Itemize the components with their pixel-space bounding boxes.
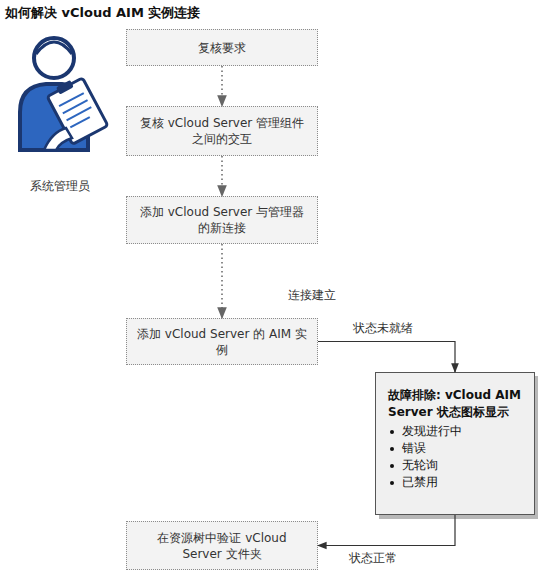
bullet-dot [390, 464, 394, 468]
step-text: 复核要求 [198, 40, 246, 56]
process-box: 复核 vCloud Server 管理组件之间的交互 [126, 106, 318, 156]
edge-label: 连接建立 [288, 287, 336, 304]
diagram-title: 如何解决 vCloud AIM 实例连接 [5, 4, 200, 22]
box-heading: 故障排除: vCloud AIM Server 状态图标显示 [388, 387, 524, 421]
item-text: 错误 [402, 440, 426, 457]
flow-connector [318, 515, 455, 546]
admin-icon [20, 38, 108, 150]
bullet-dot [390, 447, 394, 451]
list-item: 无轮询 [388, 457, 524, 474]
list-item: 发现进行中 [388, 423, 524, 440]
step-text: 添加 vCloud Server 与管理器的新连接 [137, 204, 307, 236]
person-head [34, 38, 74, 78]
process-box: 添加 vCloud Server 与管理器的新连接 [126, 196, 318, 244]
list-item: 已禁用 [388, 474, 524, 491]
item-text: 无轮询 [402, 457, 438, 474]
heading-text: 故障排除: vCloud AIM Server 状态图标显示 [388, 388, 521, 419]
step-text: 复核 vCloud Server 管理组件之间的交互 [137, 115, 307, 147]
flow-connector [221, 66, 223, 106]
item-text: 已禁用 [402, 474, 438, 491]
process-box: 添加 vCloud Server 的 AIM 实例 [126, 318, 318, 365]
flow-connector [221, 244, 223, 318]
step-text: 在资源树中验证 vCloud Server 文件夹 [137, 530, 307, 562]
bullet-dot [390, 430, 394, 434]
role-label: 系统管理员 [30, 178, 90, 195]
troubleshooting-box: 故障排除: vCloud AIM Server 状态图标显示发现进行中错误无轮询… [375, 372, 535, 515]
flow-connector [318, 342, 455, 373]
step-text: 添加 vCloud Server 的 AIM 实例 [137, 326, 307, 358]
list-item: 错误 [388, 440, 524, 457]
person-hair [36, 42, 72, 54]
flow-connector [221, 156, 223, 196]
bullet-dot [390, 481, 394, 485]
process-box: 复核要求 [126, 29, 318, 66]
person-hand [44, 128, 72, 150]
edge-label: 状态正常 [349, 550, 397, 567]
item-text: 发现进行中 [402, 423, 462, 440]
edge-label: 状态未就绪 [353, 320, 413, 337]
process-box: 在资源树中验证 vCloud Server 文件夹 [126, 521, 318, 570]
